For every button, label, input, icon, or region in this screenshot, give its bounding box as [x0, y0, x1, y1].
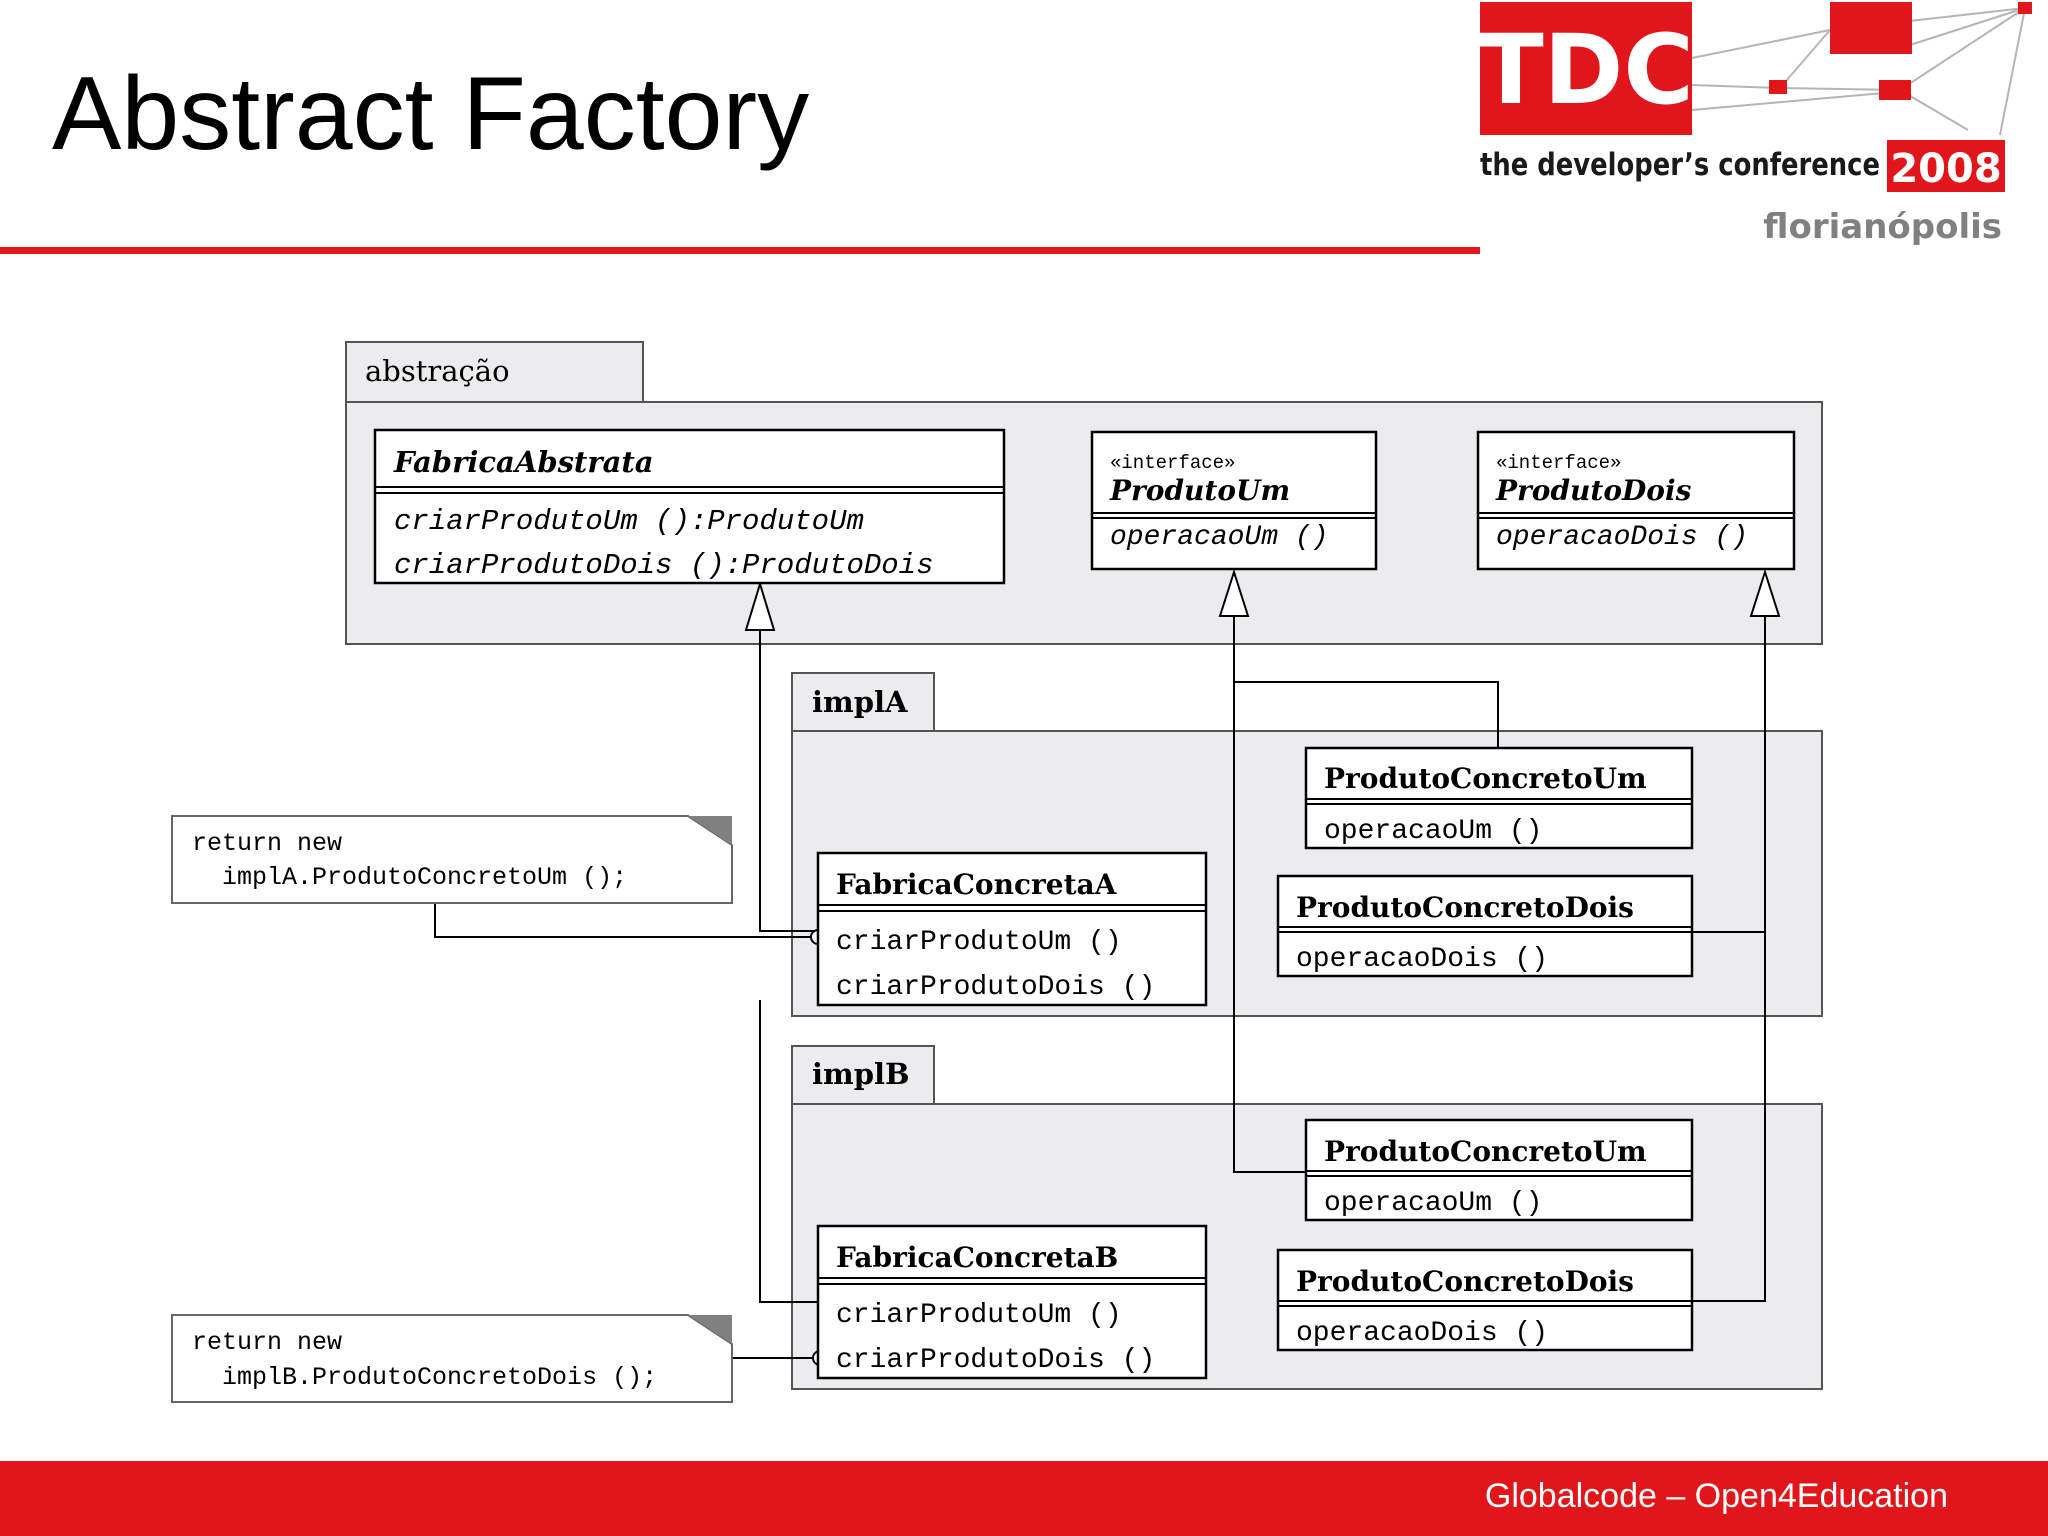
realization-produto-um-a	[1233, 614, 1499, 748]
slide-title: Abstract Factory	[52, 56, 810, 172]
generalization-fabrica-a	[759, 627, 818, 932]
class-name: FabricaConcretaA	[836, 868, 1118, 901]
class-name: ProdutoConcretoUm	[1324, 762, 1647, 795]
class-name: ProdutoConcretoUm	[1324, 1135, 1647, 1168]
note-line: return new	[192, 1328, 342, 1357]
note-line: implB.ProdutoConcretoDois ();	[192, 1363, 657, 1392]
logo-year: 2008	[1890, 146, 2001, 192]
package-tab	[345, 341, 644, 403]
note-implb: return new implB.ProdutoConcretoDois ();	[171, 1314, 733, 1403]
package-implA-name: implA	[812, 685, 908, 719]
note-line: return new	[192, 829, 342, 858]
class-name: ProdutoConcretoDois	[1296, 1265, 1634, 1298]
class-implb-produto-concreto-um: ProdutoConcretoUm operacaoUm ()	[1304, 1118, 1694, 1222]
arrowhead-produto-dois	[1749, 568, 1781, 617]
footer-bar: Globalcode – Open4Education	[0, 1461, 2048, 1536]
generalization-fabrica-b	[759, 1000, 818, 1303]
class-name: ProdutoUm	[1109, 474, 1290, 507]
class-fabrica-concreta-b: FabricaConcretaB criarProdutoUm () criar…	[816, 1224, 1208, 1380]
arrowhead-produto-um	[1218, 568, 1250, 617]
realization-produto-dois-b	[1692, 932, 1766, 1302]
method: criarProdutoDois ()	[836, 972, 1155, 1003]
logo-square-small-2	[1879, 80, 1911, 100]
class-produto-dois: «interface» ProdutoDois operacaoDois ()	[1476, 430, 1796, 571]
class-fabrica-abstrata: FabricaAbstrata criarProdutoUm ():Produt…	[373, 428, 1006, 585]
class-implb-produto-concreto-dois: ProdutoConcretoDois operacaoDois ()	[1276, 1248, 1694, 1352]
package-implB-name: implB	[812, 1057, 910, 1091]
method: operacaoDois ()	[1296, 1318, 1548, 1349]
method: operacaoDois ()	[1496, 522, 1748, 553]
class-produto-um: «interface» ProdutoUm operacaoUm ()	[1090, 430, 1378, 571]
note-a-anchor	[434, 903, 818, 938]
logo-year-box	[1887, 140, 2005, 192]
method: criarProdutoUm ()	[836, 927, 1122, 958]
method: criarProdutoUm ():ProdutoUm	[394, 505, 864, 538]
method: criarProdutoDois ()	[836, 1345, 1155, 1376]
stereotype: «interface»	[1496, 452, 1621, 474]
note-line: implA.ProdutoConcretoUm ();	[192, 863, 627, 892]
package-abstracao-name: abstração	[365, 354, 510, 388]
logo-square-small-3	[2018, 2, 2032, 14]
method: operacaoUm ()	[1324, 1188, 1542, 1219]
arrowheads	[744, 568, 1781, 631]
class-impla-produto-concreto-dois: ProdutoConcretoDois operacaoDois ()	[1276, 874, 1694, 978]
stereotype: «interface»	[1110, 452, 1235, 474]
method: criarProdutoUm ()	[836, 1300, 1122, 1331]
method: operacaoUm ()	[1110, 522, 1328, 553]
logo-tagline: the developer’s conference	[1480, 147, 1880, 183]
note-impla: return new implA.ProdutoConcretoUm ();	[171, 815, 733, 904]
footer-text: Globalcode – Open4Education	[1484, 1477, 1948, 1515]
package-tab	[791, 672, 935, 732]
logo-square-large	[1830, 2, 1912, 54]
title-divider	[0, 247, 1480, 254]
class-name: ProdutoDois	[1495, 474, 1692, 507]
logo-mark: TDC	[1478, 14, 1694, 126]
class-name: FabricaConcretaB	[836, 1241, 1118, 1274]
logo-square-small-1	[1769, 80, 1787, 94]
class-name: ProdutoConcretoDois	[1296, 891, 1634, 924]
logo-mark-box	[1480, 2, 1692, 135]
class-fabrica-concreta-a: FabricaConcretaA criarProdutoUm () criar…	[816, 851, 1208, 1007]
logo-city: florianópolis	[1763, 207, 2002, 247]
method: criarProdutoDois ():ProdutoDois	[394, 549, 934, 582]
class-impla-produto-concreto-um: ProdutoConcretoUm operacaoUm ()	[1304, 746, 1694, 850]
tdc-logo: TDC the developer’s conference 2008 flor…	[1478, 2, 2032, 247]
method: operacaoUm ()	[1324, 816, 1542, 847]
logo-network-lines	[1691, 7, 2026, 136]
realization-produto-um-b	[1233, 682, 1306, 1173]
method: operacaoDois ()	[1296, 944, 1548, 975]
arrowhead-fabrica-abstrata	[744, 580, 776, 631]
class-name: FabricaAbstrata	[393, 445, 654, 479]
connectors	[434, 614, 1766, 1359]
